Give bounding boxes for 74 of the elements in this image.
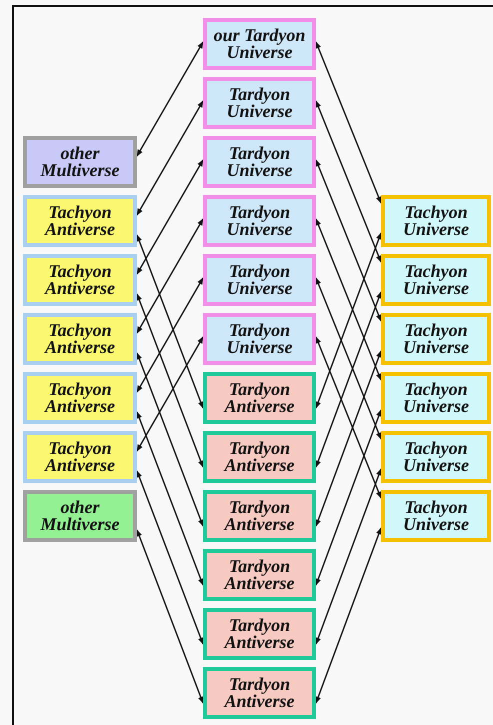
box-label: Tardyon Universe — [226, 262, 294, 298]
universe-box — [203, 77, 316, 129]
double-arrow — [136, 100, 204, 216]
universe-box — [203, 608, 316, 660]
box-label: Tachyon Antiverse — [43, 440, 116, 474]
double-arrow — [136, 277, 204, 393]
universe-box — [23, 195, 137, 247]
universe-box — [203, 195, 316, 247]
double-arrow — [136, 470, 204, 645]
double-arrow — [315, 232, 382, 409]
box-label: Tachyon Antiverse — [43, 322, 116, 356]
universe-box — [381, 313, 491, 365]
double-arrow — [315, 527, 382, 704]
universe-box — [203, 18, 316, 70]
universe-box — [203, 254, 316, 306]
box-label: Tachyon Universe — [402, 204, 470, 238]
box-label: Tardyon Antiverse — [222, 558, 296, 592]
box-label: Tardyon Universe — [226, 204, 294, 238]
universe-box — [203, 549, 316, 601]
double-arrow — [315, 218, 382, 381]
universe-box — [23, 490, 137, 542]
box-label: other Multiverse — [39, 498, 120, 534]
universe-box — [203, 667, 316, 719]
double-arrow — [136, 218, 204, 334]
box-label: Tachyon Universe — [402, 380, 470, 416]
universe-box — [23, 313, 137, 365]
box-label: Tardyon Universe — [226, 144, 294, 180]
universe-box — [203, 431, 316, 483]
universe-box — [23, 372, 137, 424]
double-arrow — [315, 409, 382, 586]
box-label: other Multiverse — [39, 144, 120, 180]
universe-box — [203, 313, 316, 365]
double-arrow — [136, 159, 204, 275]
universe-box — [381, 372, 491, 424]
double-arrow — [136, 41, 204, 157]
box-label: Tardyon Antiverse — [222, 616, 296, 652]
universe-box — [203, 372, 316, 424]
box-label: Tachyon Antiverse — [43, 380, 116, 416]
universe-box — [203, 490, 316, 542]
double-arrow — [136, 411, 204, 586]
universe-box — [203, 136, 316, 188]
double-arrow — [136, 234, 204, 409]
box-label: our Tardyon Universe — [212, 26, 306, 62]
double-arrow — [315, 468, 382, 645]
box-label: Tachyon Antiverse — [43, 204, 116, 238]
double-arrow — [315, 100, 382, 263]
double-arrow — [136, 529, 204, 704]
box-label: Tachyon Antiverse — [43, 262, 116, 298]
double-arrow — [315, 291, 382, 468]
double-arrow — [136, 293, 204, 468]
double-arrow — [315, 159, 382, 322]
universe-box — [381, 254, 491, 306]
double-arrow — [136, 336, 204, 452]
universe-box — [381, 195, 491, 247]
universe-box — [23, 254, 137, 306]
box-label: Tardyon Universe — [226, 86, 294, 120]
box-label: Tardyon Antiverse — [222, 498, 296, 534]
universe-box — [381, 431, 491, 483]
box-label: Tardyon Universe — [226, 322, 294, 356]
double-arrow — [315, 41, 382, 204]
double-arrow — [315, 350, 382, 527]
double-arrow — [315, 277, 382, 440]
box-label: Tardyon Antiverse — [222, 676, 296, 710]
box-label: Tachyon Universe — [402, 322, 470, 356]
box-label: Tachyon Universe — [402, 440, 470, 474]
box-label: Tachyon Universe — [402, 498, 470, 534]
box-label: Tardyon Antiverse — [222, 440, 296, 474]
universe-box — [23, 431, 137, 483]
universe-box — [23, 136, 137, 188]
double-arrow — [315, 336, 382, 499]
box-label: Tachyon Universe — [402, 262, 470, 298]
box-label: Tardyon Antiverse — [222, 380, 296, 416]
double-arrow — [136, 352, 204, 527]
universe-box — [381, 490, 491, 542]
